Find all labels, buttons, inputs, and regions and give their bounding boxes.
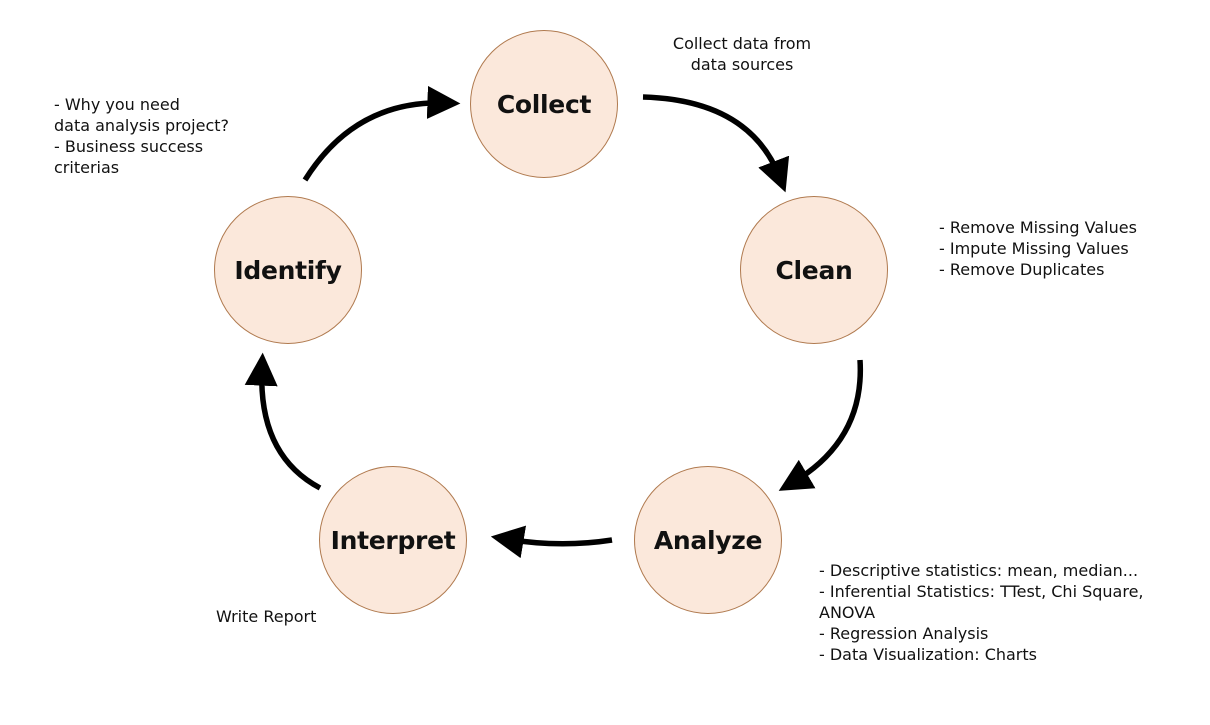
clean-note: - Remove Missing Values - Impute Missing… xyxy=(939,217,1137,280)
stage-identify: Identify xyxy=(214,196,362,344)
clean-note-line: - Remove Duplicates xyxy=(939,260,1105,279)
stage-clean-label: Clean xyxy=(775,255,853,285)
analyze-note-line: - Descriptive statistics: mean, median..… xyxy=(819,561,1139,580)
arrow-collect-to-clean xyxy=(642,94,790,193)
interpret-note: Write Report xyxy=(216,606,316,627)
stage-collect-label: Collect xyxy=(496,89,592,119)
analyze-note-line: - Data Visualization: Charts xyxy=(819,645,1037,664)
stage-collect: Collect xyxy=(470,30,618,178)
identify-note-line: - Why you need xyxy=(54,95,180,114)
identify-note-line: data analysis project? xyxy=(54,116,230,135)
collect-note-line: data sources xyxy=(690,55,794,74)
identify-note: - Why you need data analysis project? - … xyxy=(54,94,229,178)
analyze-note-line: ANOVA xyxy=(819,603,876,622)
stage-clean: Clean xyxy=(740,196,888,344)
analyze-note-line: - Inferential Statistics: TTest, Chi Squ… xyxy=(819,582,1144,601)
analyze-note-line: - Regression Analysis xyxy=(819,624,989,643)
clean-note-line: - Impute Missing Values xyxy=(939,239,1129,258)
interpret-note-line: Write Report xyxy=(216,607,317,626)
collect-note-line: Collect data from xyxy=(672,34,812,53)
stage-analyze-label: Analyze xyxy=(653,525,763,555)
stage-analyze: Analyze xyxy=(634,466,782,614)
collect-note: Collect data from data sources xyxy=(652,33,832,75)
arrow-analyze-to-interpret xyxy=(490,525,613,559)
arrow-interpret-to-identify xyxy=(244,352,322,491)
stage-identify-label: Identify xyxy=(234,255,342,285)
stage-interpret-label: Interpret xyxy=(330,525,456,555)
analyze-note: - Descriptive statistics: mean, median..… xyxy=(819,560,1144,665)
clean-note-line: - Remove Missing Values xyxy=(939,218,1137,237)
arrow-identify-to-collect xyxy=(302,85,461,182)
stage-interpret: Interpret xyxy=(319,466,467,614)
identify-note-line: - Business success xyxy=(54,137,204,156)
identify-note-line: criterias xyxy=(54,158,120,177)
arrow-clean-to-analyze xyxy=(778,359,864,491)
